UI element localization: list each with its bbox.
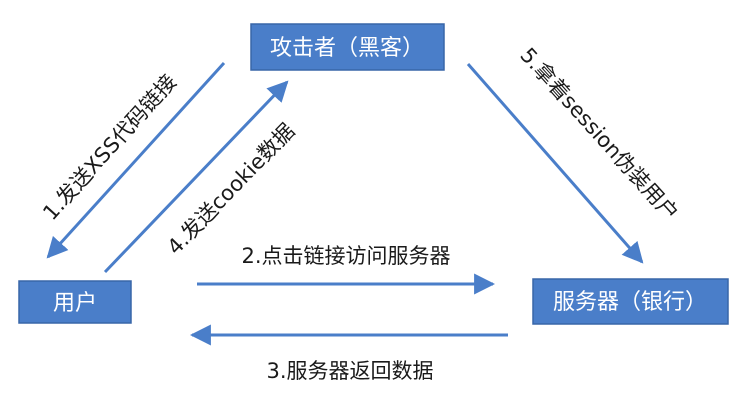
label-step3: 3.服务器返回数据 bbox=[266, 359, 433, 383]
node-attacker: 攻击者（黑客） bbox=[250, 23, 445, 71]
node-user-box bbox=[18, 280, 132, 324]
arrow-step1 bbox=[46, 61, 226, 259]
label-step5: 5.拿着session伪装用户 bbox=[515, 43, 683, 225]
arrow-step4 bbox=[103, 80, 289, 274]
label-step2: 2.点击链接访问服务器 bbox=[241, 244, 450, 268]
node-server: 服务器（银行） bbox=[532, 278, 729, 325]
node-attacker-box bbox=[250, 23, 445, 71]
node-user-label: 用户 bbox=[53, 291, 97, 316]
label-step1: 1.发送XSS代码链接 bbox=[38, 70, 181, 225]
node-server-box bbox=[532, 278, 729, 325]
arrow-step5 bbox=[466, 63, 644, 264]
node-user: 用户 bbox=[18, 280, 132, 324]
node-attacker-label: 攻击者（黑客） bbox=[270, 36, 424, 61]
node-server-label: 服务器（银行） bbox=[553, 290, 707, 315]
